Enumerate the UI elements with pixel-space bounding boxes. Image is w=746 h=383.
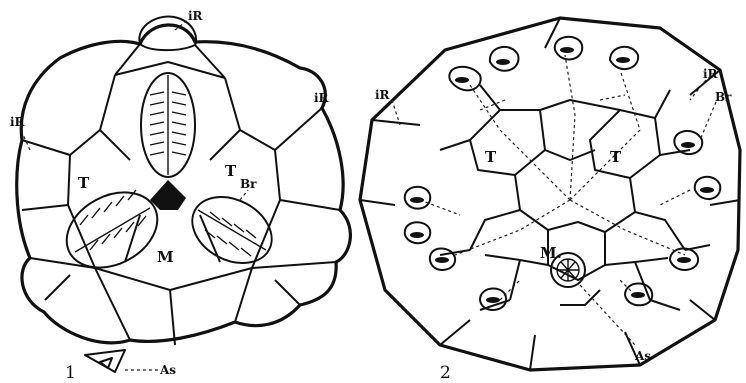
figure-1-anal-plate (85, 350, 125, 372)
figure-2-label-iR-right: iR (703, 67, 719, 81)
figure-1-label-iR-top: iR (188, 9, 204, 23)
figure-1: iR iR iR T T Br M As 1 (10, 9, 350, 383)
figure-1-outline (17, 25, 351, 343)
figure-1-number: 1 (65, 363, 76, 383)
figure-2-label-As: As (634, 349, 651, 363)
figure-1-label-iR-right: iR (314, 91, 330, 105)
figure-2-canals (420, 55, 690, 300)
figure-2-label-T-left: T (485, 148, 497, 166)
figure-1-label-iR-left: iR (10, 115, 26, 129)
figure-1-peristome (150, 180, 186, 210)
figure-2-label-M: M. (540, 244, 562, 262)
figure-2-label-Br: Br (715, 90, 732, 104)
figure-2-plate-sutures (440, 85, 710, 310)
figure-1-label-Br: Br (240, 177, 257, 191)
figure-1-label-T-left: T (78, 174, 90, 192)
figure-2-label-iR-left: iR (375, 88, 391, 102)
figure-1-label-M: M (157, 248, 174, 266)
figure-2: iR iR Br T T M. As 2 (360, 18, 740, 383)
figure-1-label-T-right: T (225, 162, 237, 180)
figure-1-label-As: As (159, 363, 176, 377)
figure-2-number: 2 (440, 363, 451, 383)
figure-2-label-T-right: T (610, 148, 622, 166)
figure-2-hydrospire-pores (405, 37, 721, 310)
